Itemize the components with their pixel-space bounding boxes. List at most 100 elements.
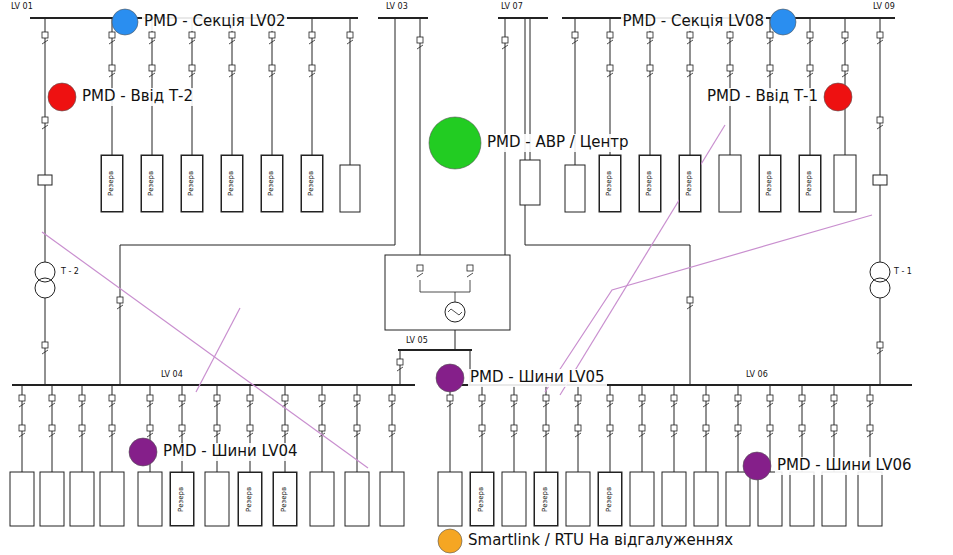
switch-symbol (831, 433, 837, 437)
switch-symbol (607, 403, 613, 407)
wire (690, 18, 691, 155)
breaker-symbol (639, 395, 645, 401)
box-label: Резерв (543, 486, 550, 511)
feeder-box: Резерв (221, 155, 243, 212)
transformer-symbol (870, 262, 890, 282)
breaker-symbol (109, 395, 115, 401)
breaker-symbol (42, 117, 48, 123)
feeder-box: Резерв (238, 472, 262, 526)
wire (455, 330, 456, 350)
feeder-box (694, 472, 718, 526)
marker-circle (742, 451, 772, 481)
leader-line (545, 215, 872, 392)
box-label: Резерв (149, 171, 156, 196)
wire (232, 18, 233, 155)
marker-label: PMD - Шини LV04 (161, 443, 300, 460)
switch-symbol (639, 403, 645, 407)
marker-circle (111, 8, 139, 36)
device-box (565, 165, 585, 212)
breaker-symbol (189, 32, 195, 38)
marker-circle (823, 82, 853, 112)
breaker-symbol (842, 32, 848, 38)
switch-symbol (397, 367, 403, 371)
breaker-symbol (479, 395, 485, 401)
section-label: LV 09 (872, 3, 896, 12)
section-label: LV 04 (160, 371, 184, 380)
marker-label: PMD - Секція LV02 (142, 13, 287, 30)
section-label: LV 06 (745, 371, 769, 380)
switch-symbol (247, 433, 253, 437)
breaker-symbol (607, 65, 613, 71)
switch-symbol (79, 433, 85, 437)
breaker-symbol (607, 32, 613, 38)
marker-circle (47, 82, 77, 112)
breaker-symbol (179, 395, 185, 401)
pmd-marker: PMD - Секція LV02 (111, 8, 287, 36)
breaker-symbol (347, 32, 353, 38)
switch-symbol (727, 40, 733, 44)
wire (112, 18, 113, 155)
wire (455, 292, 456, 302)
breaker-symbol (109, 65, 115, 71)
breaker-symbol (877, 32, 883, 38)
breaker-symbol (417, 265, 423, 271)
feeder-box (181, 155, 203, 212)
pmd-marker: PMD - Ввід Т-1 (705, 82, 853, 112)
box-label: Резерв (607, 486, 614, 511)
feeder-box: Резерв (141, 155, 163, 212)
switch-symbol (607, 433, 613, 437)
feeder-box (726, 472, 750, 526)
switch-symbol (687, 40, 693, 44)
section-label: LV 07 (500, 3, 524, 12)
marker-label: PMD - Ввід Т-2 (80, 88, 195, 105)
breaker-symbol (807, 65, 813, 71)
breaker-symbol (799, 395, 805, 401)
device-box (520, 160, 540, 205)
breaker-symbol (647, 32, 653, 38)
switch-symbol (703, 403, 709, 407)
box-label: Резерв (687, 171, 694, 196)
switch-symbol (179, 433, 185, 437)
feeder-box: Резерв (759, 155, 781, 212)
switch-symbol (247, 403, 253, 407)
switch-symbol (502, 45, 508, 49)
switch-symbol (572, 40, 578, 44)
breaker-symbol (19, 395, 25, 401)
breaker-symbol (543, 425, 549, 431)
marker-circle (438, 529, 462, 553)
switch-symbol (807, 73, 813, 77)
wire (880, 298, 881, 385)
feeder-box (834, 155, 856, 212)
switch-symbol (109, 73, 115, 77)
wire (192, 18, 193, 155)
switch-symbol (842, 73, 848, 77)
feeder-box: Резерв (261, 155, 283, 212)
feeder-box (438, 472, 462, 526)
box-label: Резерв (479, 486, 486, 511)
switch-symbol (687, 305, 693, 309)
breaker-symbol (42, 342, 48, 348)
breaker-symbol (572, 32, 578, 38)
breaker-symbol (639, 425, 645, 431)
wire (880, 18, 881, 262)
section-label: LV 03 (385, 3, 409, 12)
feeder-box (502, 472, 526, 526)
breaker-symbol (282, 425, 288, 431)
feeder-box (100, 472, 124, 526)
marker-circle (428, 116, 482, 170)
marker-label: PMD - АВР / Центр (485, 134, 631, 151)
marker-circle (429, 117, 481, 169)
feeder-box (273, 472, 297, 526)
wire (350, 18, 351, 165)
feeder-box: Резерв (799, 155, 821, 212)
pmd-marker: PMD - Шини LV04 (128, 437, 300, 467)
breaker-symbol (877, 117, 883, 123)
switch-symbol (309, 40, 315, 44)
switch-symbol (109, 433, 115, 437)
breaker-symbol (309, 65, 315, 71)
meter-box (873, 175, 887, 185)
breaker-symbol (511, 425, 517, 431)
breaker-symbol (767, 425, 773, 431)
switch-symbol (354, 433, 360, 437)
breaker-symbol (319, 425, 325, 431)
